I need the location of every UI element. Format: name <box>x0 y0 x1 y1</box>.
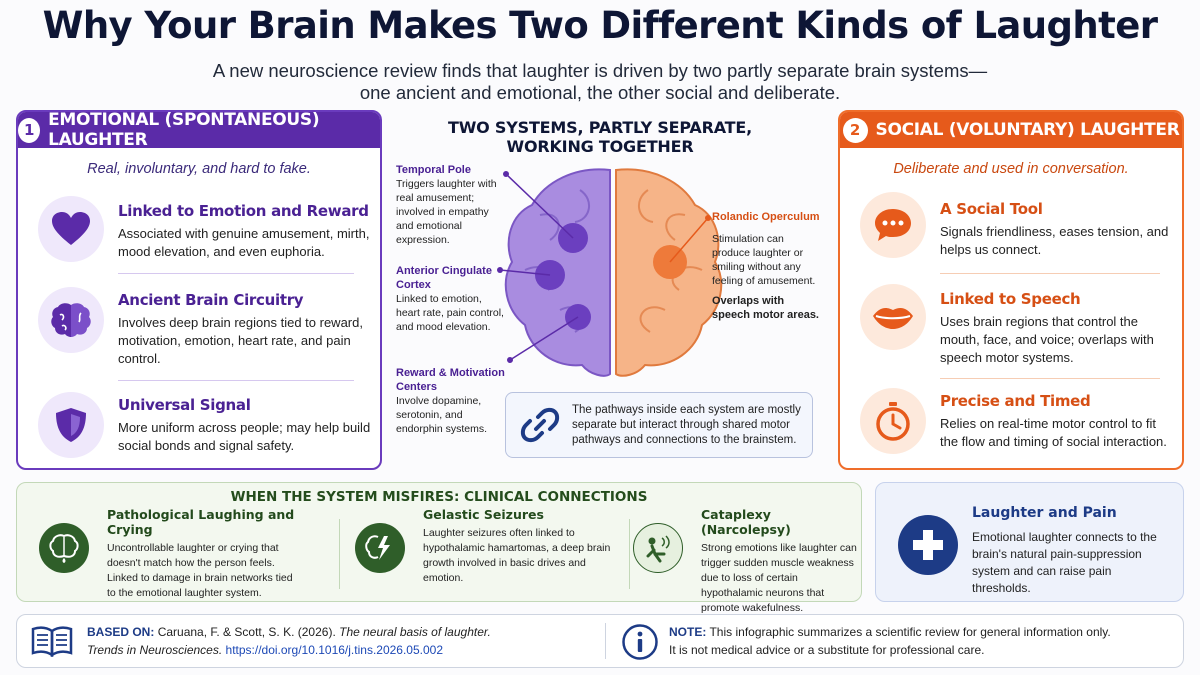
divider <box>940 378 1160 379</box>
disclaimer: NOTE: This infographic summarizes a scie… <box>669 625 1111 657</box>
feature-linked-speech: Linked to Speech Uses brain regions that… <box>840 284 1182 367</box>
center-title: TWO SYSTEMS, PARTLY SEPARATE, WORKING TO… <box>448 118 752 156</box>
temporal-pole-label: Temporal Pole Triggers laughter with rea… <box>396 164 497 246</box>
clinical-item-text: Laughter seizures often linked to hypoth… <box>423 527 611 584</box>
collapse-icon <box>633 523 683 573</box>
reward-centers-label: Reward & Motivation Centers Involve dopa… <box>396 367 505 435</box>
clinical-title: WHEN THE SYSTEM MISFIRES: CLINICAL CONNE… <box>230 489 648 505</box>
pain-text: Emotional laughter connects to the brain… <box>972 530 1157 595</box>
pathway-text: The pathways inside each system are most… <box>572 403 801 446</box>
number-badge: 2 <box>842 117 868 143</box>
divider <box>118 273 354 274</box>
feature-precise-timed: Precise and Timed Relies on real-time mo… <box>840 388 1182 454</box>
feature-text: Relies on real-time motor control to fit… <box>940 416 1167 449</box>
divider <box>339 519 340 589</box>
heart-icon <box>38 196 104 262</box>
feature-title: Precise and Timed <box>940 392 1091 410</box>
note-label: NOTE: <box>669 625 707 639</box>
clinical-item-title: Gelastic Seizures <box>423 507 544 522</box>
feature-title: Universal Signal <box>118 396 251 414</box>
feature-title: Linked to Emotion and Reward <box>118 202 369 220</box>
brain-drop-icon <box>39 523 89 573</box>
social-panel-header: 2 SOCIAL (VOLUNTARY) LAUGHTER <box>840 112 1182 148</box>
feature-text: Involves deep brain regions tied to rewa… <box>118 315 363 366</box>
feature-ancient-circuitry: Ancient Brain Circuitry Involves deep br… <box>18 287 380 368</box>
social-panel-heading: SOCIAL (VOLUNTARY) LAUGHTER <box>875 120 1180 140</box>
citation-title: The neural basis of laughter. <box>339 625 491 639</box>
feature-text: Uses brain regions that control the mout… <box>940 314 1154 365</box>
citation: BASED ON: Caruana, F. & Scott, S. K. (20… <box>87 623 567 659</box>
number-badge: 1 <box>18 117 41 143</box>
rolandic-operculum-label: Rolandic Operculum Stimulation can produ… <box>712 211 820 321</box>
feature-emotion-reward: Linked to Emotion and Reward Associated … <box>18 196 380 262</box>
based-on-label: BASED ON: <box>87 625 155 639</box>
feature-text: Associated with genuine amusement, mirth… <box>118 226 370 259</box>
footer-divider <box>605 623 606 659</box>
info-icon <box>622 624 658 660</box>
emotional-panel-header: 1 EMOTIONAL (SPONTANEOUS) LAUGHTER <box>18 110 380 150</box>
feature-title: A Social Tool <box>940 200 1043 218</box>
feature-text: Signals friendliness, eases tension, and… <box>940 224 1169 257</box>
feature-social-tool: A Social Tool Signals friendliness, ease… <box>840 192 1182 259</box>
emotional-tagline: Real, involuntary, and hard to fake. <box>87 161 311 177</box>
clinical-item-text: Uncontrollable laughter or crying that d… <box>107 542 293 599</box>
doi-link[interactable]: https://doi.org/10.1016/j.tins.2026.05.0… <box>225 643 444 657</box>
speech-bubble-icon <box>860 192 926 258</box>
footer: BASED ON: Caruana, F. & Scott, S. K. (20… <box>16 614 1184 668</box>
divider <box>940 273 1160 274</box>
emotional-panel-heading: EMOTIONAL (SPONTANEOUS) LAUGHTER <box>48 110 320 150</box>
shield-icon <box>38 392 104 458</box>
divider <box>118 380 354 381</box>
medical-cross-icon <box>898 515 958 575</box>
clinical-item-cataplexy: Cataplexy (Narcolepsy) Strong emotions l… <box>633 507 859 616</box>
social-tagline: Deliberate and used in conversation. <box>893 161 1129 177</box>
anterior-cingulate-label: Anterior Cingulate Cortex Linked to emot… <box>396 265 504 333</box>
brain-illustration <box>497 168 723 377</box>
brain-icon <box>38 287 104 353</box>
citation-authors: Caruana, F. & Scott, S. K. (2026). <box>157 625 336 639</box>
divider <box>629 519 630 589</box>
feature-title: Linked to Speech <box>940 290 1081 308</box>
clinical-item-title: Cataplexy (Narcolepsy) <box>701 507 791 537</box>
clinical-item-title: Pathological Laughing and Crying <box>107 507 295 537</box>
feature-text: More uniform across people; may help bui… <box>118 420 371 453</box>
feature-universal-signal: Universal Signal More uniform across peo… <box>18 392 380 458</box>
feature-title: Ancient Brain Circuitry <box>118 291 304 309</box>
stopwatch-icon <box>860 388 926 454</box>
clinical-item-text: Strong emotions like laughter can trigge… <box>701 542 857 614</box>
emotional-laughter-panel: 1 EMOTIONAL (SPONTANEOUS) LAUGHTER Real,… <box>16 110 382 470</box>
pain-title: Laughter and Pain <box>972 505 1117 521</box>
book-icon <box>31 626 73 657</box>
pathway-note: The pathways inside each system are most… <box>505 392 813 458</box>
clinical-item-pathological: Pathological Laughing and Crying Uncontr… <box>39 507 303 601</box>
clinical-connections-panel: WHEN THE SYSTEM MISFIRES: CLINICAL CONNE… <box>16 482 862 614</box>
chain-link-icon <box>520 407 560 443</box>
laughter-pain-panel: Laughter and Pain Emotional laughter con… <box>875 482 1184 602</box>
clinical-item-gelastic: Gelastic Seizures Laughter seizures ofte… <box>355 507 617 586</box>
journal-name: Trends in Neurosciences. <box>87 643 223 657</box>
page-title: Why Your Brain Makes Two Different Kinds… <box>42 4 1158 47</box>
social-laughter-panel: 2 SOCIAL (VOLUNTARY) LAUGHTER Deliberate… <box>838 110 1184 470</box>
lips-icon <box>860 284 926 350</box>
subtitle: A new neuroscience review finds that lau… <box>212 60 988 103</box>
brain-bolt-icon <box>355 523 405 573</box>
